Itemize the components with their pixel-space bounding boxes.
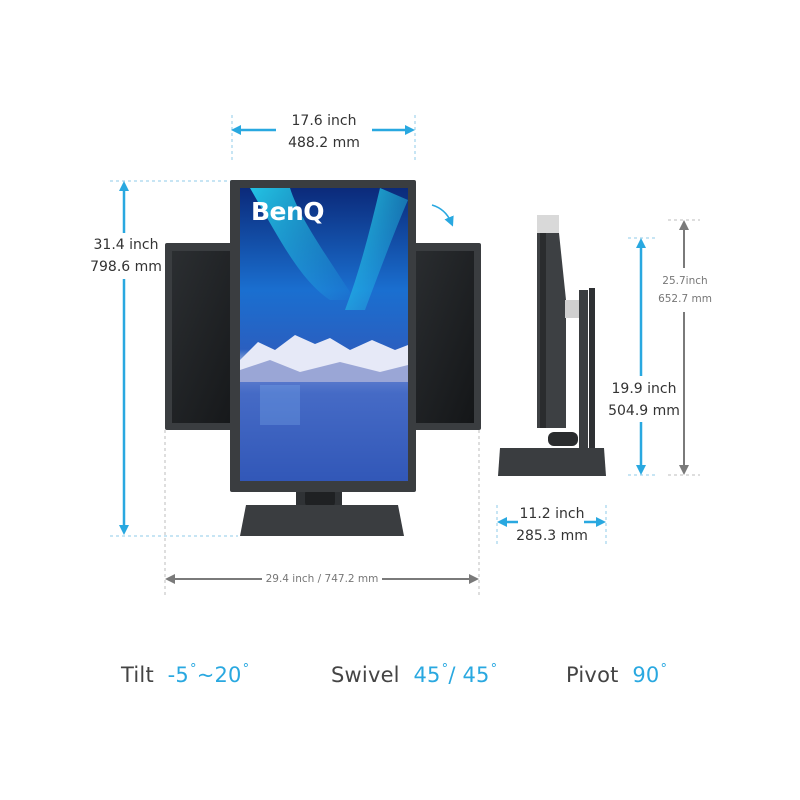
spec-pivot-value: 90° [632, 662, 668, 687]
total-height-inch: 31.4 inch [93, 237, 159, 253]
height-side-label: 19.9 inch 504.9 mm [604, 378, 684, 422]
width-inch: 17.6 inch [291, 113, 357, 129]
spec-tilt: Tilt -5°~20° [121, 662, 249, 687]
max-height-mm: 652.7 mm [658, 293, 712, 305]
max-height-label: 25.7inch 652.7 mm [650, 272, 720, 308]
spec-tilt-label: Tilt [121, 663, 154, 687]
side-view-monitor [498, 215, 606, 476]
spec-swivel: Swivel 45°/ 45° [331, 662, 497, 687]
depth-label: 11.2 inch 285.3 mm [512, 503, 592, 547]
spec-pivot-label: Pivot [566, 663, 619, 687]
brand-logo: BenQ [251, 197, 325, 226]
pivot-arrow-icon [431, 204, 454, 227]
height-side-inch: 19.9 inch [611, 381, 677, 397]
depth-inch: 11.2 inch [519, 506, 585, 522]
rotated-monitor-right [405, 243, 481, 430]
max-height-inch: 25.7inch [662, 275, 708, 287]
spec-swivel-label: Swivel [331, 663, 400, 687]
spec-pivot: Pivot 90° [566, 662, 667, 687]
height-side-mm: 504.9 mm [608, 403, 680, 419]
front-monitor [230, 180, 416, 536]
spec-swivel-value: 45°/ 45° [413, 662, 498, 687]
rotated-width-label: 29.4 inch / 747.2 mm [265, 573, 379, 585]
width-label: 17.6 inch 488.2 mm [270, 110, 378, 154]
width-mm: 488.2 mm [288, 135, 360, 151]
total-height-mm: 798.6 mm [90, 259, 162, 275]
total-height-label: 31.4 inch 798.6 mm [84, 234, 168, 278]
depth-mm: 285.3 mm [516, 528, 588, 544]
spec-tilt-value: -5°~20° [167, 662, 250, 687]
